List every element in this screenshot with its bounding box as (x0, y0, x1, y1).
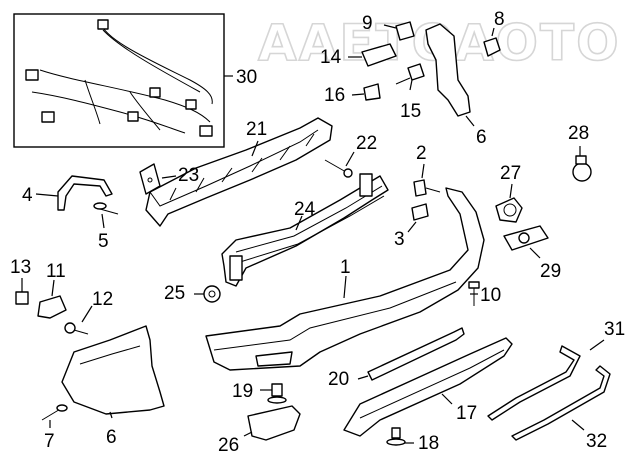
bracket-part-11 (37, 279, 67, 319)
push-pin-part-19 (260, 383, 287, 404)
clip-part-3 (407, 203, 429, 233)
sensor-part-27 (495, 183, 523, 223)
energy-absorber-part-21 (145, 117, 333, 227)
callout-5: 5 (98, 231, 109, 252)
callout-20: 20 (328, 369, 350, 390)
bolt-part-15 (395, 63, 425, 91)
callout-27: 27 (500, 163, 522, 184)
callout-31: 31 (604, 319, 626, 340)
callout-30: 30 (236, 67, 258, 88)
callout-28: 28 (568, 123, 590, 144)
wiring-harness-part-30 (13, 13, 233, 148)
callout-24: 24 (294, 199, 316, 220)
callout-22: 22 (356, 133, 378, 154)
push-pin-part-7 (41, 404, 68, 428)
callout-32: 32 (586, 431, 608, 452)
bolt-part-22 (324, 151, 355, 178)
callout-21: 21 (246, 119, 268, 140)
reflector-part-26 (243, 405, 301, 441)
callout-3: 3 (394, 229, 405, 250)
callout-8: 8 (494, 9, 505, 30)
callout-14: 14 (320, 47, 342, 68)
reinforcement-beam-part-24 (221, 173, 389, 287)
callout-12: 12 (92, 289, 114, 310)
callout-7: 7 (44, 431, 55, 452)
callout-2: 2 (416, 143, 427, 164)
bracket-part-6-upper (425, 23, 475, 127)
callout-13: 13 (10, 257, 32, 278)
callout-17: 17 (456, 403, 478, 424)
callout-11: 11 (46, 261, 66, 282)
nut-part-25 (194, 285, 221, 303)
bolt-part-12 (64, 305, 93, 335)
bolt-part-8 (483, 27, 501, 57)
bolt-part-2 (413, 163, 441, 197)
callout-9: 9 (362, 13, 373, 34)
bumper-cover-part-1 (205, 187, 485, 371)
callout-10: 10 (480, 285, 502, 306)
sensor-part-28 (572, 146, 592, 182)
clip-part-13 (15, 278, 29, 305)
callout-6-upper: 6 (476, 127, 487, 148)
molding-part-20 (357, 327, 465, 381)
callout-19: 19 (232, 381, 254, 402)
callout-1: 1 (340, 257, 351, 278)
bracket-part-23 (139, 163, 177, 195)
trim-strip-part-31 (487, 339, 605, 421)
bracket-part-29 (503, 225, 549, 259)
push-pin-part-18 (386, 427, 414, 446)
bracket-part-14 (348, 43, 397, 67)
callout-15: 15 (400, 101, 422, 122)
bracket-part-4 (35, 175, 113, 211)
callout-23: 23 (178, 165, 200, 186)
callout-6-lower: 6 (106, 427, 117, 448)
callout-16: 16 (324, 85, 346, 106)
valance-part-17 (343, 337, 513, 437)
splash-shield-part-6-lower (61, 325, 165, 419)
callout-25: 25 (164, 283, 186, 304)
clip-part-16 (351, 83, 381, 101)
callout-26: 26 (218, 435, 240, 456)
push-pin-part-5 (93, 202, 119, 229)
callout-29: 29 (540, 261, 562, 282)
bolt-part-10 (468, 281, 480, 306)
callout-4: 4 (22, 185, 33, 206)
callout-18: 18 (418, 433, 440, 454)
clip-part-9 (383, 21, 415, 41)
trim-strip-part-32 (511, 365, 611, 441)
